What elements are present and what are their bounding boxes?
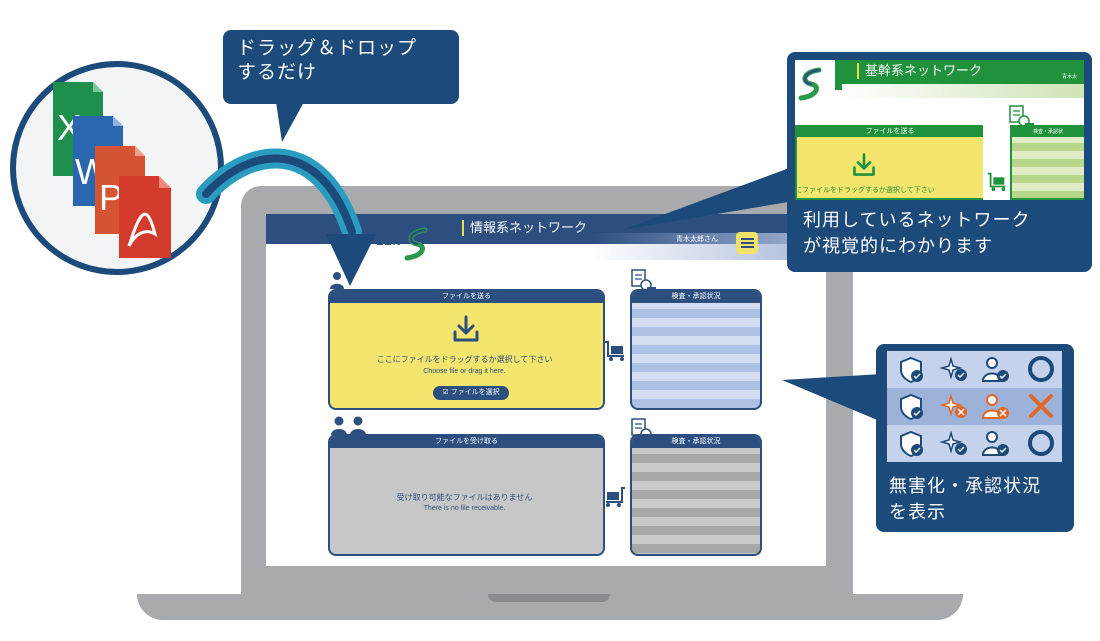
shield-check-icon [900, 393, 923, 421]
menu-icon-bar [740, 242, 754, 244]
inset-header-fade [842, 84, 1084, 98]
pdf-file-icon [119, 176, 171, 258]
inset-drop-text: にファイルをドラッグするか選択して下さい [795, 187, 935, 194]
zen-logo-text: ZEN [377, 236, 402, 248]
sender-person-icon [330, 272, 344, 289]
inset-send-panel: ファイルを送る [795, 125, 983, 200]
network-callout-line2: が視覚的にわかります [803, 236, 993, 256]
status-icon-grid [887, 351, 1062, 462]
status-row-icons [900, 356, 1054, 384]
ok-circle-icon [1028, 430, 1054, 456]
send-drop-text-en: Choose file or drag it here. [423, 368, 506, 375]
menu-icon-bar [740, 238, 754, 240]
menu-icon-bar [740, 246, 754, 248]
select-file-button[interactable]: ☑ ファイルを選択 [433, 386, 509, 400]
network-callout-tail [622, 164, 800, 230]
drag-callout-tail [276, 102, 304, 142]
network-callout-line1: 利用しているネットワーク [803, 210, 1031, 230]
status-row [887, 388, 1062, 425]
user-check-icon [981, 431, 1009, 456]
user-name: 青木太郎さん [676, 236, 718, 243]
status-row-icons [900, 430, 1054, 458]
receive-file-panel: ファイルを受け取る [328, 434, 605, 556]
status-row-icons [900, 393, 1053, 421]
app-header-fade [590, 233, 826, 260]
status-row [887, 351, 1062, 388]
inset-send-header: ファイルを送る [797, 127, 983, 137]
inset-download-icon [853, 153, 875, 176]
send-drop-text: ここにファイルをドラッグするか選択して下さい [376, 355, 553, 364]
recipients-person-icon [331, 416, 366, 435]
status-callout-text: 無害化・承認状況 を表示 [889, 473, 1041, 525]
send-status-header: 検査・承認状況 [632, 291, 760, 303]
shield-check-icon [900, 430, 923, 458]
send-panel-header: ファイルを送る [330, 291, 603, 303]
receive-empty-text-en: There is no file receivable. [423, 505, 506, 512]
receive-status-panel: 検査・承認状況 [630, 434, 762, 556]
inset-status-panel: 検査・承認状 [1010, 125, 1084, 200]
user-error-icon [981, 394, 1009, 419]
send-status-panel: 検査・承認状況 [630, 289, 762, 410]
laptop-notch [488, 594, 610, 602]
drag-callout-line1: ドラッグ＆ドロップ [237, 38, 418, 59]
status-callout-line2: を表示 [889, 502, 946, 522]
select-file-label: ファイルを選択 [450, 389, 500, 396]
receive-panel-header: ファイルを受け取る [330, 436, 603, 448]
drag-callout-line2: するだけ [237, 62, 318, 83]
ng-cross-icon [1029, 394, 1053, 418]
receive-status-header: 検査・承認状況 [632, 436, 760, 448]
user-check-icon [981, 357, 1009, 382]
menu-button[interactable] [736, 232, 758, 254]
inset-zen-logo-icon [798, 67, 822, 101]
cart-icon [606, 487, 625, 507]
download-icon [453, 315, 479, 342]
status-callout-line1: 無害化・承認状況 [889, 476, 1041, 496]
cart-icon [605, 341, 624, 361]
network-callout-text: 利用しているネットワーク が視覚的にわかります [803, 207, 1030, 259]
status-callout-tail [782, 374, 882, 422]
sparkle-check-icon [939, 356, 967, 381]
inset-network-title: 基幹系ネットワーク [857, 63, 982, 79]
file-icons-circle: X W P [10, 61, 224, 275]
inset-status-header: 検査・承認状 [1012, 127, 1084, 137]
sparkle-error-icon [939, 393, 967, 418]
receive-empty-text: 受け取り可能なファイルはありません [396, 493, 533, 502]
inset-cart-icon [987, 172, 1006, 192]
network-title: 情報系ネットワーク [462, 220, 587, 236]
shield-check-icon [900, 356, 923, 384]
inset-user-name: 青木太 [1062, 74, 1078, 80]
ok-circle-icon [1028, 356, 1054, 382]
drag-arrow [196, 148, 376, 286]
drag-drop-callout: ドラッグ＆ドロップ するだけ [223, 30, 459, 104]
status-row [887, 425, 1062, 462]
sparkle-check-icon [939, 430, 967, 455]
zen-logo-icon [404, 227, 428, 261]
